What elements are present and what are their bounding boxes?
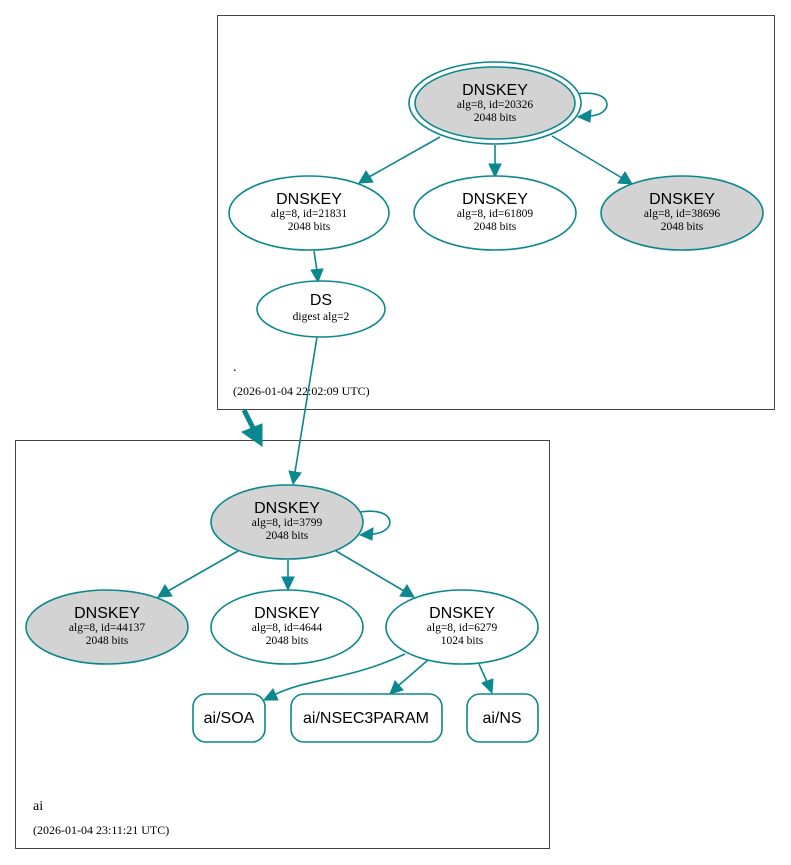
edge-ai-ksk-to-44137: [157, 550, 239, 598]
edge-ai-ksk-to-4644: [281, 560, 295, 592]
node-title: DNSKEY: [254, 500, 320, 517]
edge-root-ksk-to-21831: [358, 136, 441, 184]
node-dnskey-21831[interactable]: DNSKEY alg=8, id=21831 2048 bits: [228, 175, 390, 251]
node-detail: 2048 bits: [474, 112, 517, 124]
node-ds[interactable]: DS digest alg=2: [256, 280, 386, 338]
edge-root-ksk-self: [575, 92, 608, 123]
node-detail: 2048 bits: [266, 530, 309, 542]
edge-root-ksk-to-38696: [551, 135, 633, 185]
node-detail: 2048 bits: [661, 221, 704, 233]
node-dnskey-6279[interactable]: DNSKEY alg=8, id=6279 1024 bits: [385, 589, 539, 665]
node-detail: alg=8, id=4644: [252, 622, 323, 634]
node-title: DNSKEY: [276, 191, 342, 208]
edge-ds-to-ai-ksk: [288, 336, 318, 486]
node-detail: alg=8, id=21831: [271, 208, 347, 220]
node-detail: 2048 bits: [86, 635, 129, 647]
node-detail: alg=8, id=38696: [644, 208, 720, 220]
node-dnskey-44137[interactable]: DNSKEY alg=8, id=44137 2048 bits: [25, 589, 189, 665]
node-root-ksk[interactable]: DNSKEY alg=8, id=20326 2048 bits: [408, 61, 582, 145]
node-detail: alg=8, id=61809: [457, 208, 533, 220]
node-detail: digest alg=2: [293, 311, 350, 323]
node-title: ai/NSEC3PARAM: [303, 710, 429, 727]
node-title: DNSKEY: [429, 605, 495, 622]
node-title: DNSKEY: [254, 605, 320, 622]
node-title: DNSKEY: [462, 191, 528, 208]
edge-6279-to-soa: [262, 653, 406, 701]
node-detail: alg=8, id=3799: [252, 517, 323, 529]
node-detail: 2048 bits: [266, 635, 309, 647]
node-title: ai/NS: [482, 710, 521, 727]
delegation-arrow: [240, 408, 263, 447]
node-detail: 2048 bits: [288, 221, 331, 233]
node-title: DNSKEY: [74, 605, 140, 622]
node-rrset-soa[interactable]: ai/SOA: [192, 693, 266, 743]
node-rrset-nsec3param[interactable]: ai/NSEC3PARAM: [290, 693, 443, 743]
zone-name-ai: ai: [33, 799, 43, 814]
edge-root-ksk-to-61809: [488, 145, 502, 179]
node-detail: 1024 bits: [441, 635, 484, 647]
node-dnskey-4644[interactable]: DNSKEY alg=8, id=4644 2048 bits: [210, 589, 364, 665]
zone-timestamp-ai: (2026-01-04 23:11:21 UTC): [33, 823, 169, 837]
edge-ai-ksk-to-6279: [335, 550, 415, 598]
node-detail: alg=8, id=6279: [427, 622, 498, 634]
edge-6279-to-nsec3param: [389, 659, 429, 695]
node-detail: alg=8, id=20326: [457, 99, 533, 111]
node-dnskey-38696[interactable]: DNSKEY alg=8, id=38696 2048 bits: [600, 175, 764, 251]
node-detail: alg=8, id=44137: [69, 622, 145, 634]
node-rrset-ns[interactable]: ai/NS: [466, 693, 539, 743]
edge-ai-ksk-self: [358, 510, 391, 541]
node-title: DNSKEY: [462, 82, 528, 99]
node-ai-ksk[interactable]: DNSKEY alg=8, id=3799 2048 bits: [210, 484, 364, 560]
node-dnskey-61809[interactable]: DNSKEY alg=8, id=61809 2048 bits: [413, 175, 577, 251]
edge-6279-to-ns: [478, 663, 494, 695]
zone-timestamp-root: (2026-01-04 22:02:09 UTC): [233, 384, 370, 398]
node-title: DNSKEY: [649, 191, 715, 208]
zone-name-root: .: [233, 360, 237, 375]
node-title: ai/SOA: [204, 710, 255, 727]
edge-21831-to-ds: [310, 250, 324, 284]
node-title: DS: [310, 292, 332, 309]
node-detail: 2048 bits: [474, 221, 517, 233]
